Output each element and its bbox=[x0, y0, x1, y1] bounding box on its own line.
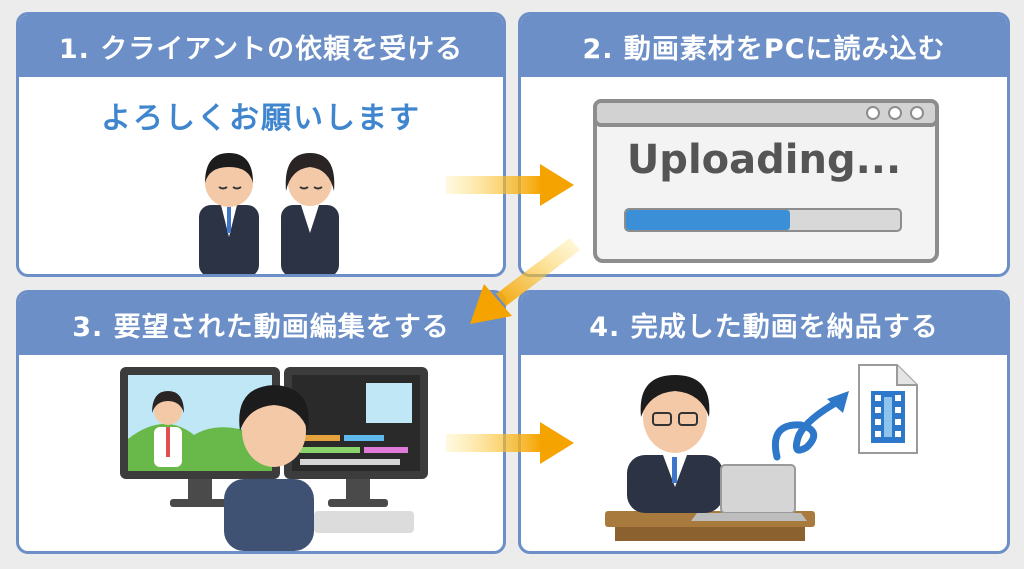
step-4-title: 4. 完成した動画を納品する bbox=[521, 293, 1007, 355]
step-4-body bbox=[521, 355, 1007, 551]
bowing-businesswoman-icon bbox=[281, 153, 339, 274]
arrow-down-left-icon bbox=[470, 238, 580, 324]
right-monitor bbox=[284, 367, 428, 507]
step-1-body: よろしくお願いします bbox=[19, 77, 503, 274]
step-3-panel: 3. 要望された動画編集をする bbox=[16, 290, 506, 554]
laptop-icon bbox=[691, 464, 807, 521]
upload-window-icon bbox=[593, 99, 939, 263]
send-swirl-arrow-icon bbox=[772, 391, 849, 461]
arrow-right-icon bbox=[446, 164, 574, 206]
bowing-people-illustration bbox=[199, 153, 339, 274]
video-editing-person-icon bbox=[120, 367, 428, 551]
step-3-body bbox=[19, 355, 503, 551]
window-maximize-icon bbox=[888, 106, 902, 120]
editor-person bbox=[224, 385, 414, 551]
step-1-panel: 1. クライアントの依頼を受ける よろしくお願いします bbox=[16, 12, 506, 277]
progress-fill bbox=[626, 210, 790, 230]
uploading-text: Uploading... bbox=[626, 137, 902, 183]
window-close-icon bbox=[910, 106, 924, 120]
worker-person bbox=[627, 375, 723, 513]
step-4-panel: 4. 完成した動画を納品する bbox=[518, 290, 1010, 554]
laptop-worker-icon bbox=[605, 364, 918, 541]
step-2-title: 2. 動画素材をPCに読み込む bbox=[521, 15, 1007, 77]
greeting-text: よろしくお願いします bbox=[101, 101, 421, 136]
video-file-icon bbox=[858, 364, 918, 454]
step-3-title: 3. 要望された動画編集をする bbox=[19, 293, 503, 355]
bowing-businessman-icon bbox=[199, 153, 259, 274]
step-2-body: Uploading... bbox=[521, 77, 1007, 274]
window-minimize-icon bbox=[866, 106, 880, 120]
step-1-title: 1. クライアントの依頼を受ける bbox=[19, 15, 503, 77]
step-2-panel: 2. 動画素材をPCに読み込む Uploading... bbox=[518, 12, 1010, 277]
arrow-right-icon-2 bbox=[446, 422, 574, 464]
